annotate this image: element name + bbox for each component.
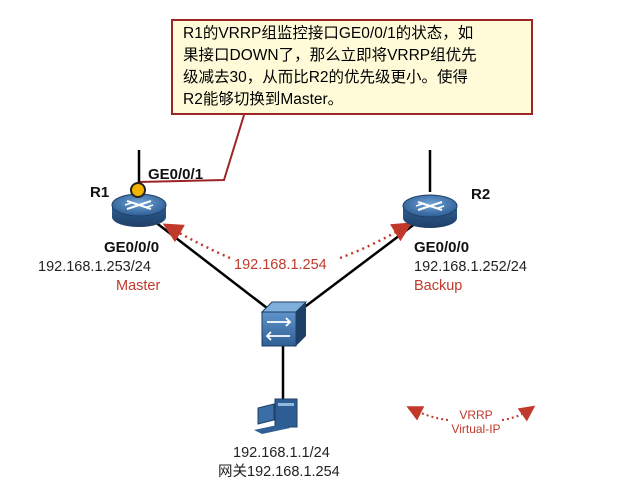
note-line-1: R1的VRRP组监控接口GE0/0/1的状态，如 [183,25,474,42]
vip-arrow-left [162,223,231,260]
legend-arrow-left [406,406,449,421]
r1-role-label: Master [116,278,161,294]
virtual-ip-label: 192.168.1.254 [232,257,329,273]
vip-arrow-right [339,222,413,260]
r1-ip-label: 192.168.1.253/24 [38,259,151,275]
pc-icon [254,398,298,434]
r2-role-label: Backup [414,278,463,294]
callout-note: R1的VRRP组监控接口GE0/0/1的状态，如 果接口DOWN了，那么立即将V… [171,19,533,115]
note-line-4: R2能够切换到Master。 [183,91,344,108]
note-line-3: 级减去30，从而比R2的优先级更小。使得 [183,69,469,86]
legend-virtual-ip-label: Virtual-IP [451,422,501,436]
r1-lan-port-label: GE0/0/0 [104,239,160,256]
monitored-interface-dot [130,182,146,198]
legend-vrrp-label: VRRP [459,408,493,422]
note-line-2: 果接口DOWN了，那么立即将VRRP组优先 [183,47,477,64]
r2-lan-port-label: GE0/0/0 [414,239,470,256]
router-r1-icon [111,193,167,227]
host-ip-label: 192.168.1.1/24 [233,445,330,461]
r1-name-label: R1 [90,184,110,201]
r2-ip-label: 192.168.1.252/24 [414,259,527,275]
legend-arrow-right [501,405,536,422]
r2-name-label: R2 [471,186,491,203]
r1-uplink-port-label: GE0/0/1 [148,166,204,183]
router-r2-icon [402,194,458,228]
callout-pointer [137,114,245,183]
switch-icon [260,301,308,347]
host-gateway-label: 网关192.168.1.254 [218,464,340,480]
